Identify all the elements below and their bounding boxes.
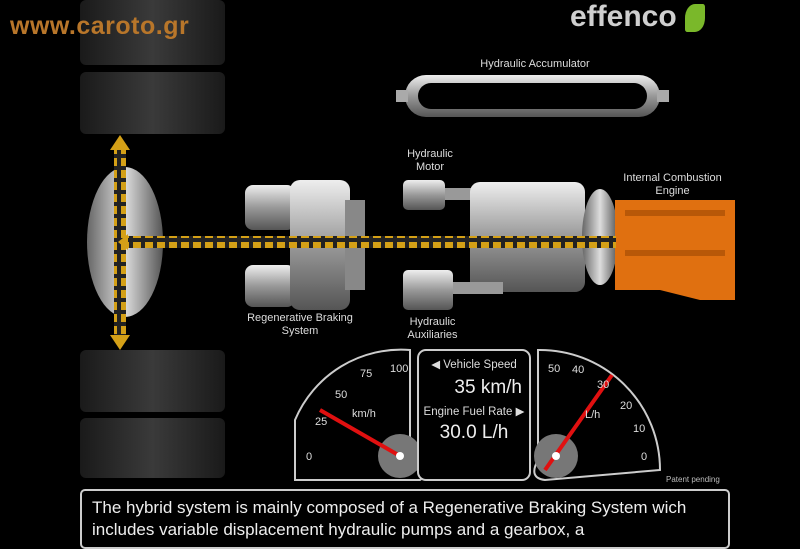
vehicle-speed-value: 35 km/h xyxy=(454,377,522,398)
label-line: Regenerative Braking xyxy=(247,312,353,324)
speed-tick: 50 xyxy=(335,389,347,401)
speedometer-gauge xyxy=(294,348,423,481)
triangle-right-icon: ▶ xyxy=(512,406,525,418)
speed-tick: 75 xyxy=(360,368,372,380)
label-line: Motor xyxy=(415,161,445,173)
hydraulic-accumulator xyxy=(396,75,669,117)
label-line: Auxiliaries xyxy=(407,329,458,341)
arrow-up-icon xyxy=(110,135,130,150)
wheel-bottom xyxy=(80,350,225,478)
internal-combustion-engine xyxy=(615,200,735,300)
logo-text: effenco xyxy=(570,0,677,33)
label-line: Engine xyxy=(655,185,690,197)
driveshaft-power-flow xyxy=(126,236,616,248)
fuel-rate-value: 30.0 L/h xyxy=(439,422,509,443)
label-line: Internal Combustion xyxy=(623,172,722,184)
arrow-down-icon xyxy=(110,335,130,350)
label-hydraulic-accumulator: Hydraulic Accumulator xyxy=(480,58,590,70)
triangle-left-icon: ◀ xyxy=(431,359,444,371)
fuel-unit: L/h xyxy=(585,409,600,421)
speed-tick: 0 xyxy=(306,451,312,463)
patent-note: Patent pending xyxy=(666,475,720,484)
effenco-logo: effenco xyxy=(570,0,706,34)
vehicle-speed-title: ◀ Vehicle Speed xyxy=(418,357,530,371)
fuel-tick: 0 xyxy=(641,451,647,463)
speed-needle xyxy=(319,408,401,458)
readout-panel xyxy=(417,349,531,481)
vehicle-speed-label: Vehicle Speed xyxy=(443,359,517,371)
fuel-tick: 50 xyxy=(548,363,560,375)
fuel-tick: 10 xyxy=(633,423,645,435)
watermark: www.caroto.gr xyxy=(10,12,190,40)
caption-box: The hybrid system is mainly composed of … xyxy=(80,489,730,549)
speed-tick: 25 xyxy=(315,416,327,428)
fuel-rate-gauge xyxy=(533,348,662,482)
leaf-icon xyxy=(685,4,706,33)
fuel-rate-title: Engine Fuel Rate ▶ xyxy=(418,404,530,418)
fuel-tick: 40 xyxy=(572,364,584,376)
speed-tick: 100 xyxy=(390,363,408,375)
label-line: Hydraulic xyxy=(409,316,456,328)
fuel-tick: 20 xyxy=(620,400,632,412)
speed-unit: km/h xyxy=(352,408,376,420)
wheel-top xyxy=(80,0,225,134)
label-line: System xyxy=(281,325,319,337)
fuel-tick: 30 xyxy=(597,379,609,391)
hydraulic-auxiliaries xyxy=(403,270,453,310)
hydraulic-motor xyxy=(403,180,445,210)
label-line: Hydraulic xyxy=(407,148,453,160)
fuel-rate-label: Engine Fuel Rate xyxy=(423,406,513,418)
